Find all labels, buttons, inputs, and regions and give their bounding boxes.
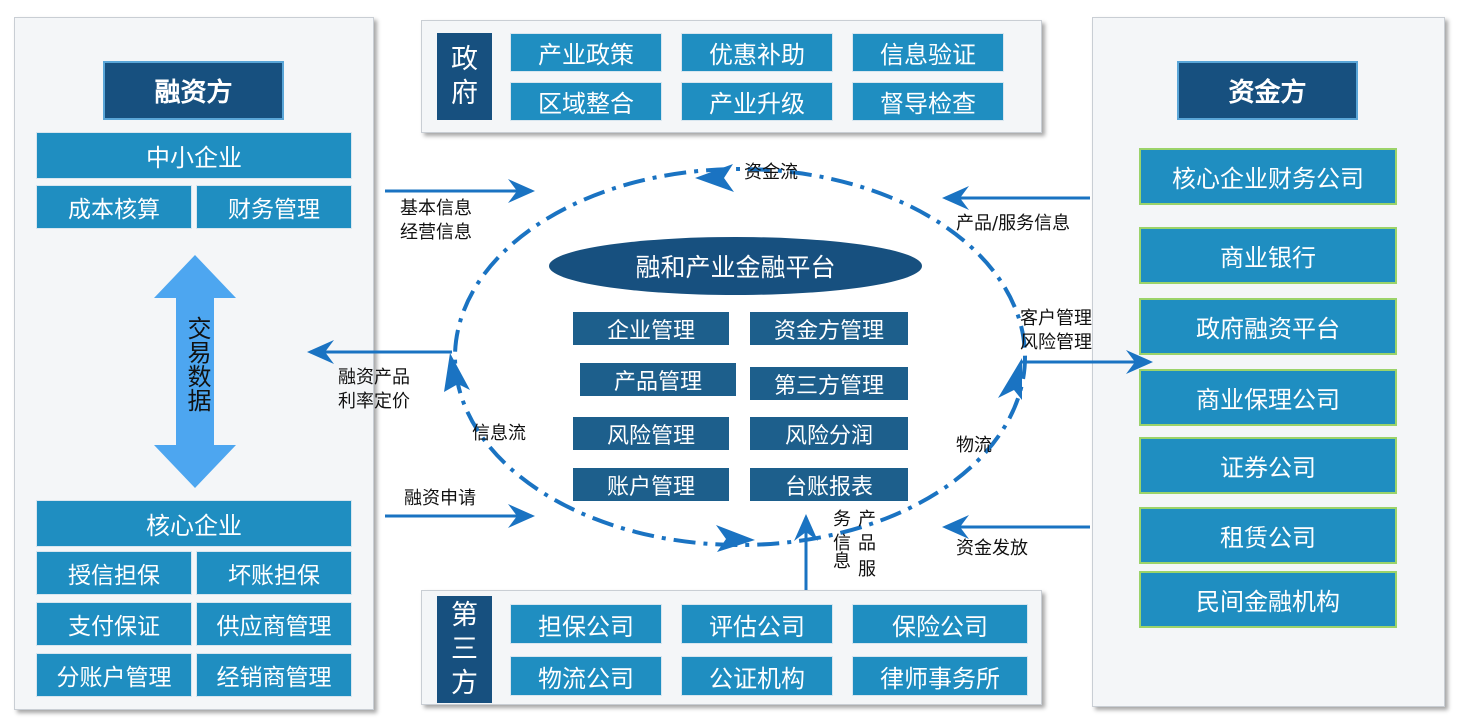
fund-item-core-finance-company: 核心企业财务公司 [1139,148,1397,205]
label-customer-management: 客户管理 [1020,308,1092,329]
label-financing-application: 融资申请 [404,488,476,509]
label-tp-info-char-3: 信 [833,533,851,554]
label-risk-management: 风险管理 [1020,332,1092,353]
funding-side-title: 资金方 [1177,61,1358,120]
fund-item-leasing-company: 租赁公司 [1139,507,1397,564]
third-party-label-text: 第三方 [451,599,478,699]
label-info-flow: 信息流 [472,423,526,444]
core-item-bad-debt-guarantee: 坏账担保 [196,551,352,595]
cycle-arrowhead-bottom [716,525,755,552]
financing-side-title: 融资方 [103,61,284,120]
tp-item-guarantee-company: 担保公司 [510,604,662,644]
label-tp-info-char-6: 务 [833,509,851,530]
third-party-label: 第三方 [437,596,492,703]
gov-item-supervision-inspection: 督导检查 [852,82,1004,121]
tp-item-notary-office: 公证机构 [681,656,833,696]
module-enterprise-management: 企业管理 [573,312,729,345]
fund-item-private-finance: 民间金融机构 [1139,571,1397,628]
label-financing-product: 融资产品 [338,367,410,388]
label-business-info: 经营信息 [400,222,472,243]
transaction-data-label: 交易数据 [183,316,211,412]
sme-item-cost-accounting: 成本核算 [36,185,192,229]
label-capital-flow: 资金流 [744,162,798,183]
label-tp-info-char-4: 息 [833,551,851,572]
government-label: 政府 [437,33,492,120]
fund-item-gov-financing-platform: 政府融资平台 [1139,298,1397,355]
label-basic-info: 基本信息 [400,198,472,219]
gov-item-industrial-policy: 产业政策 [510,33,662,72]
tp-item-law-firm: 律师事务所 [852,656,1028,696]
government-label-text: 政府 [451,43,478,109]
label-tp-info-char-5: 服 [858,559,876,580]
gov-item-regional-integration: 区域整合 [510,82,662,121]
module-risk-management: 风险管理 [573,417,729,450]
gov-item-information-verification: 信息验证 [852,33,1004,72]
tp-item-appraisal-company: 评估公司 [681,604,833,644]
fund-item-factoring-company: 商业保理公司 [1139,369,1397,426]
module-product-management: 产品管理 [580,363,736,396]
core-enterprise-title: 核心企业 [36,500,352,547]
core-item-sub-account-management: 分账户管理 [36,653,192,697]
module-account-management: 账户管理 [573,468,729,501]
module-ledger-reports: 台账报表 [750,468,908,501]
cycle-arrowhead-left [444,353,470,392]
module-third-party-management: 第三方管理 [750,367,908,400]
platform-title: 融和产业金融平台 [549,237,922,295]
core-item-supplier-management: 供应商管理 [196,602,352,646]
gov-item-industrial-upgrade: 产业升级 [681,82,833,121]
module-fund-provider-management: 资金方管理 [750,312,908,345]
tp-item-logistics-company: 物流公司 [510,656,662,696]
sme-title: 中小企业 [36,132,352,179]
label-interest-pricing: 利率定价 [338,391,410,412]
cycle-arrowhead-right [998,358,1022,400]
core-item-distributor-management: 经销商管理 [196,653,352,697]
label-product-service-info: 产品/服务信息 [956,213,1071,234]
fund-item-securities-company: 证券公司 [1139,437,1397,494]
cycle-ellipse [453,167,1027,547]
label-tp-info-char-1: 产 [858,509,876,530]
module-risk-profit-sharing: 风险分润 [750,417,908,450]
fund-item-commercial-bank: 商业银行 [1139,227,1397,284]
sme-item-financial-management: 财务管理 [196,185,352,229]
label-funds-release: 资金发放 [956,538,1028,559]
cycle-arrowhead-top [695,164,734,192]
label-logistics: 物流 [956,435,992,456]
core-item-payment-guarantee: 支付保证 [36,602,192,646]
tp-item-insurance-company: 保险公司 [852,604,1028,644]
core-item-credit-guarantee: 授信担保 [36,551,192,595]
gov-item-preferential-subsidy: 优惠补助 [681,33,833,72]
label-tp-info-char-2: 品 [858,533,876,554]
